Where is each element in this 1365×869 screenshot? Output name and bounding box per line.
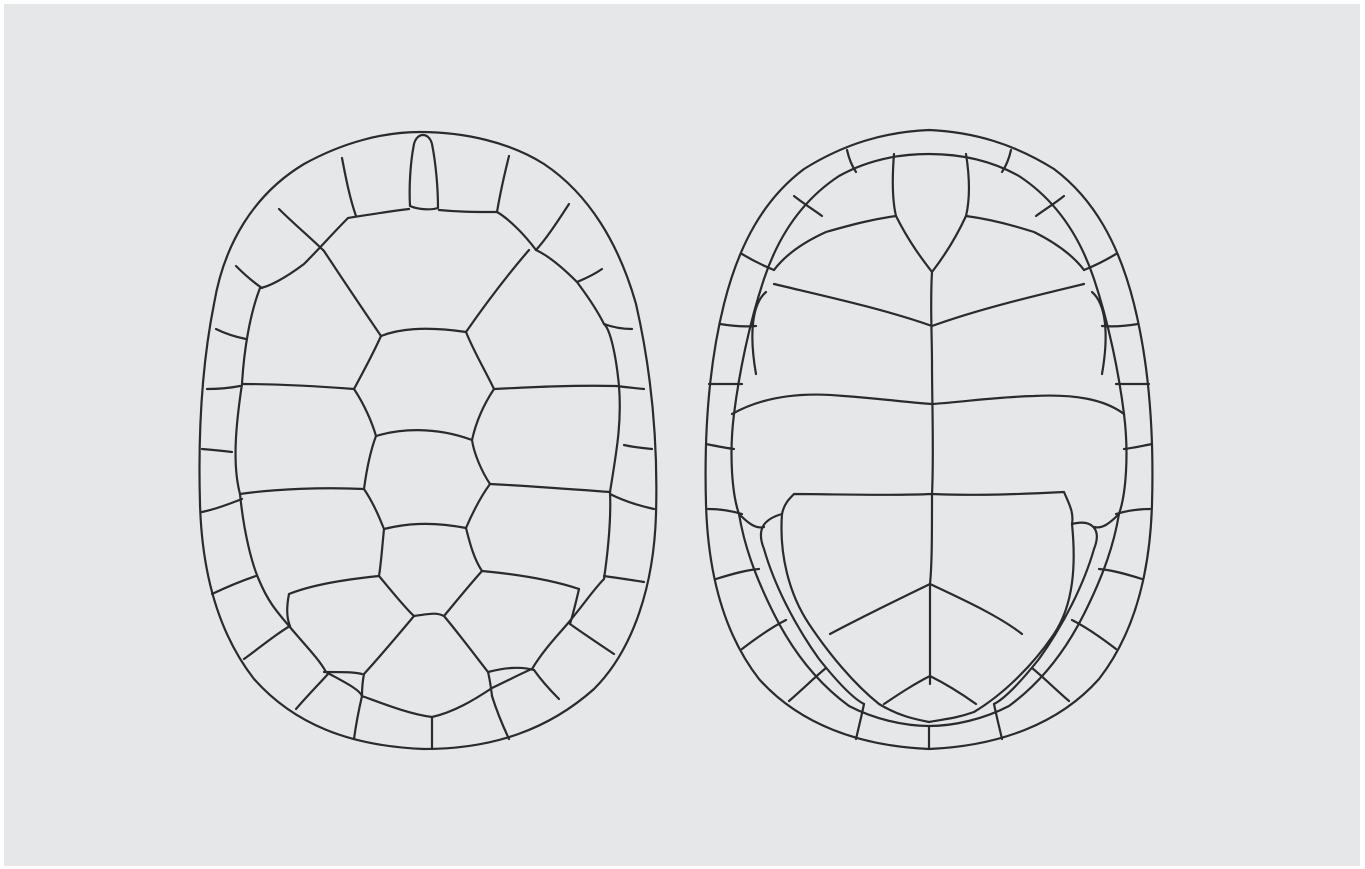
turtle-shell-illustration bbox=[4, 4, 1360, 866]
background bbox=[4, 4, 1360, 866]
figure-panel bbox=[4, 4, 1360, 866]
